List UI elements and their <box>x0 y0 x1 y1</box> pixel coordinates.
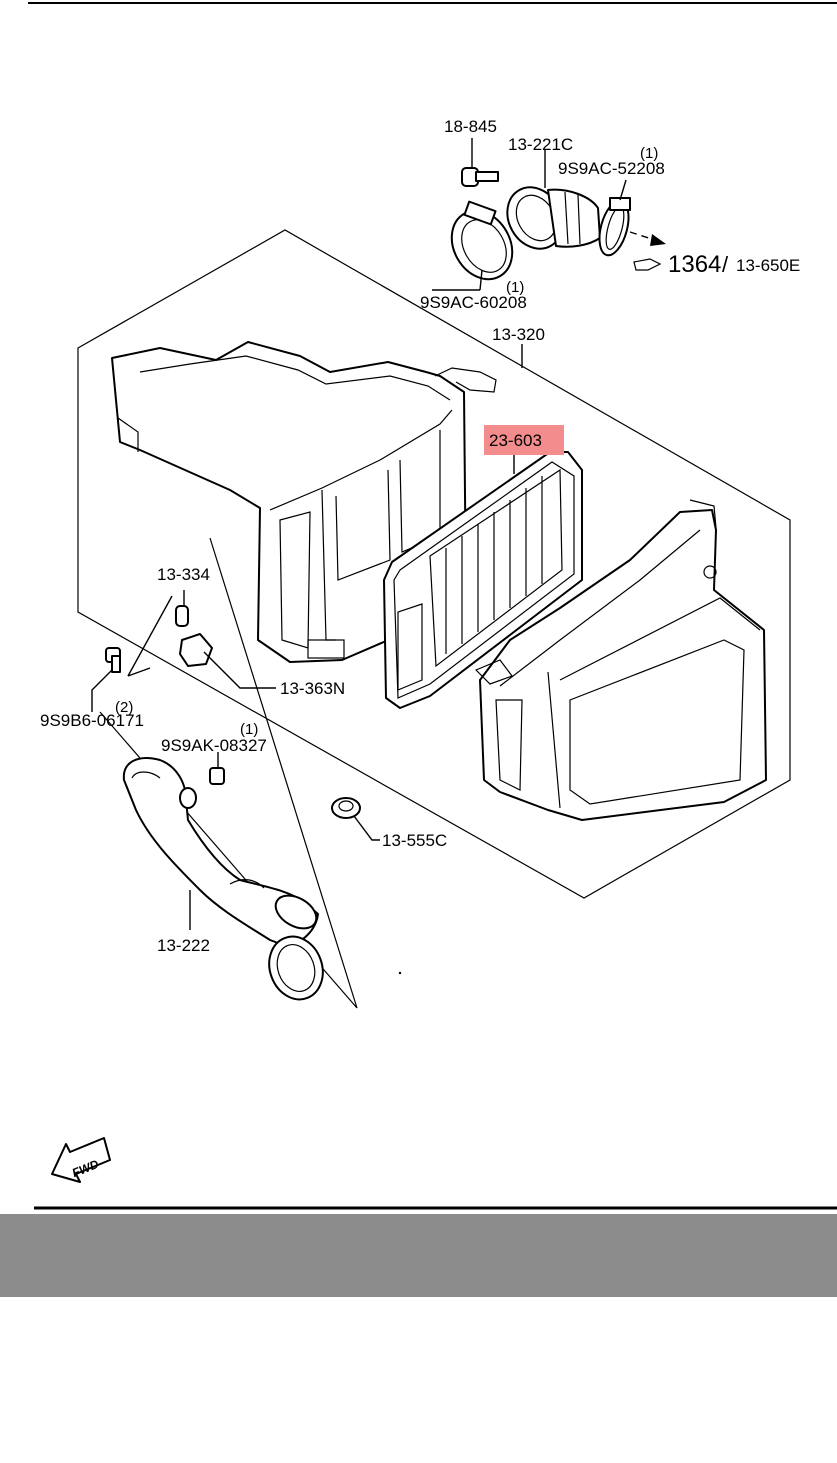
label-qty-1-mid: (1) <box>506 279 524 296</box>
label-13-334: 13-334 <box>157 565 210 584</box>
label-23-603: 23-603 <box>489 431 542 450</box>
label-9s9b6-06171: 9S9B6-06171 <box>40 711 144 730</box>
air-cleaner-lower-case <box>474 499 767 821</box>
label-13-320: 13-320 <box>492 325 545 344</box>
grommet-13-334 <box>175 590 189 627</box>
highlight-box <box>484 425 564 455</box>
footer-bar: MAZDA - 1A1013Z40 N - 23603 <box>0 1214 837 1440</box>
parts-diagram: FWD 18-845 13-221C (1) 9S9AC-52208 1364 … <box>28 2 837 1210</box>
label-13-363n: 13-363N <box>280 679 345 698</box>
footer-part-number: MAZDA - 1A1013Z40 <box>172 1319 496 1357</box>
arrow-to-1364 <box>629 231 666 271</box>
label-13-650e: 13-650E <box>736 256 800 275</box>
assembly-outline <box>77 229 791 899</box>
clamp-9s9ac-52208 <box>598 179 631 257</box>
label-13-222: 13-222 <box>157 936 210 955</box>
label-9s9ac-60208: 9S9AC-60208 <box>420 293 527 312</box>
hose-13-221c <box>506 150 601 250</box>
label-qty-1-top: (1) <box>640 145 658 162</box>
bolt-9s9b6-06171 <box>91 595 173 712</box>
label-13-555c: 13-555C <box>382 831 447 850</box>
fwd-arrow-icon: FWD <box>51 1137 111 1183</box>
footer-catalog-number: N - 23603 <box>524 1402 674 1440</box>
duct-13-222 <box>122 757 324 1001</box>
label-slash: / <box>722 252 729 277</box>
grommet-13-555c <box>331 797 380 841</box>
label-9s9ac-52208: 9S9AC-52208 <box>558 159 665 178</box>
label-9s9ak-08327: 9S9AK-08327 <box>161 736 267 755</box>
bracket-13-363n <box>179 633 276 689</box>
label-qty-1-low: (1) <box>240 721 258 738</box>
air-cleaner-upper-case <box>111 341 497 663</box>
label-13-221c: 13-221C <box>508 135 573 154</box>
label-qty-2: (2) <box>115 699 133 716</box>
stray-dot <box>398 971 402 975</box>
label-1364: 1364 <box>668 251 721 278</box>
clamp-9s9ac-60208 <box>432 200 514 291</box>
clip-9s9ak-08327 <box>209 752 225 785</box>
label-18-845: 18-845 <box>444 117 497 136</box>
bolt-18-845 <box>461 138 499 187</box>
